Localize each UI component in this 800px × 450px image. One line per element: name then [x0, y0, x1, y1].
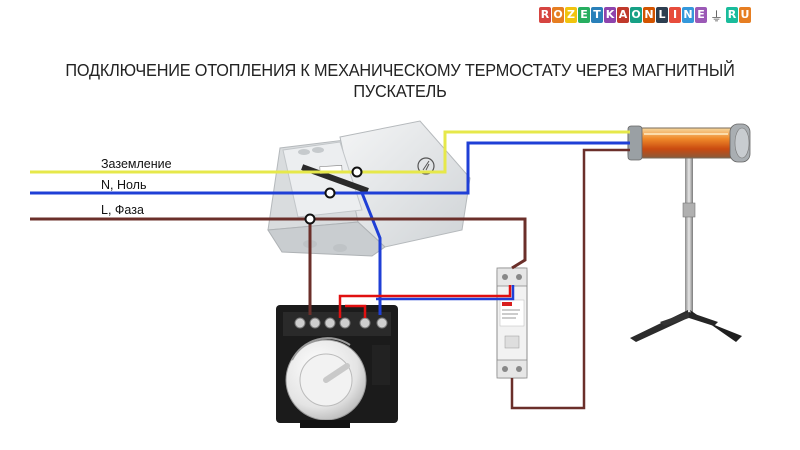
- mechanical-thermostat: [276, 305, 398, 428]
- wire-control-red: [338, 285, 512, 318]
- wire-phase: [30, 148, 630, 410]
- logo-letter: I: [669, 7, 681, 23]
- wire-neutral: [30, 141, 630, 315]
- logo-letter: K: [604, 7, 616, 23]
- logo-letter: T: [591, 7, 603, 23]
- logo-letter: N: [682, 7, 694, 23]
- logo-letter: N: [643, 7, 655, 23]
- neutral-label: N, Ноль: [101, 178, 147, 192]
- logo-letter: R: [726, 7, 739, 23]
- neutral-junction-dot: [324, 187, 336, 199]
- logo-letter: L: [656, 7, 668, 23]
- logo-letter: O: [630, 7, 642, 23]
- wire-ground: [30, 130, 630, 174]
- phase-label: L, Фаза: [101, 203, 144, 217]
- ground-junction-dot: [351, 166, 363, 178]
- plug-icon: ⏚: [710, 8, 724, 24]
- ground-label: Заземление: [101, 157, 172, 171]
- logo-letter: Z: [565, 7, 577, 23]
- logo-letter: E: [695, 7, 707, 23]
- logo-letter: E: [578, 7, 590, 23]
- logo-letter: U: [739, 7, 752, 23]
- logo-letter: R: [539, 7, 551, 23]
- phase-junction-dot: [304, 213, 316, 225]
- infrared-heater: [627, 123, 751, 342]
- logo-letter: O: [552, 7, 564, 23]
- junction-box: [267, 120, 471, 257]
- diagram-title: ПОДКЛЮЧЕНИЕ ОТОПЛЕНИЯ К МЕХАНИЧЕСКОМУ ТЕ…: [65, 60, 735, 101]
- logo-letter: A: [617, 7, 629, 23]
- magnetic-starter: [496, 267, 528, 379]
